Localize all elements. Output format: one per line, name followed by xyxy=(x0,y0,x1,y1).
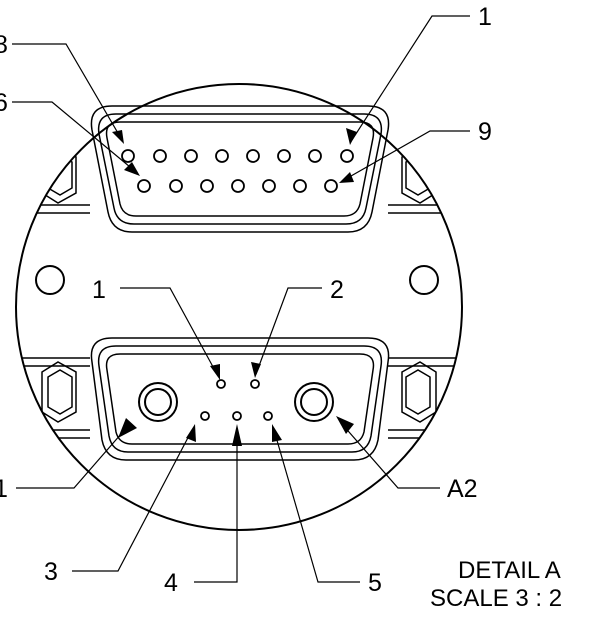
top-pin-row-2 xyxy=(137,179,338,193)
arrow-a2 xyxy=(336,416,354,434)
top-pin-row-1 xyxy=(121,149,354,163)
callout-bottom-pin1: 1 xyxy=(92,276,106,304)
arrow-bottom-1 xyxy=(210,364,220,380)
callout-top-right-2: 9 xyxy=(478,118,492,146)
callout-top-left-2: 6 xyxy=(0,89,8,117)
arrow-9 xyxy=(339,172,354,183)
mounting-flange xyxy=(20,146,460,439)
callout-bottom-pin2: 2 xyxy=(330,276,344,304)
callout-bottom-a1: 1 xyxy=(0,475,8,503)
callout-bottom-pin5: 5 xyxy=(368,569,382,597)
callout-top-right-1: 1 xyxy=(478,3,492,31)
mounting-holes xyxy=(35,265,439,295)
arrow-a1 xyxy=(118,418,137,438)
power-connector-bottom xyxy=(90,337,390,461)
callout-labels: 8 6 1 9 1 2 1 A2 3 4 5 DETAIL A SCALE 3 … xyxy=(0,3,562,612)
arrow-top-1 xyxy=(346,128,357,145)
arrow-3 xyxy=(186,424,196,442)
db-connector-top xyxy=(90,105,390,233)
bottom-small-pins xyxy=(200,379,273,421)
arrow-4 xyxy=(232,424,242,446)
callout-bottom-pin3: 3 xyxy=(44,558,58,586)
hex-nut-bottom-left xyxy=(41,361,77,423)
detail-title: DETAIL A xyxy=(458,557,561,584)
mounting-hole-right xyxy=(409,265,439,295)
leader-lines xyxy=(12,15,470,583)
detail-circle xyxy=(15,83,463,531)
callout-bottom-pin4: 4 xyxy=(164,569,178,597)
hex-nut-bottom-right xyxy=(401,361,437,423)
callout-top-left-1: 8 xyxy=(0,31,8,59)
arrow-5 xyxy=(272,424,282,442)
coax-contact-a1 xyxy=(138,382,178,422)
coax-contact-a2 xyxy=(294,382,334,422)
arrowheads xyxy=(112,128,357,446)
callout-bottom-a2: A2 xyxy=(447,475,478,503)
arrow-bottom-2 xyxy=(251,362,261,378)
mounting-hole-left xyxy=(35,265,65,295)
detail-scale: SCALE 3 : 2 xyxy=(430,585,562,612)
arrow-6 xyxy=(124,162,140,176)
arrow-8 xyxy=(112,130,124,144)
